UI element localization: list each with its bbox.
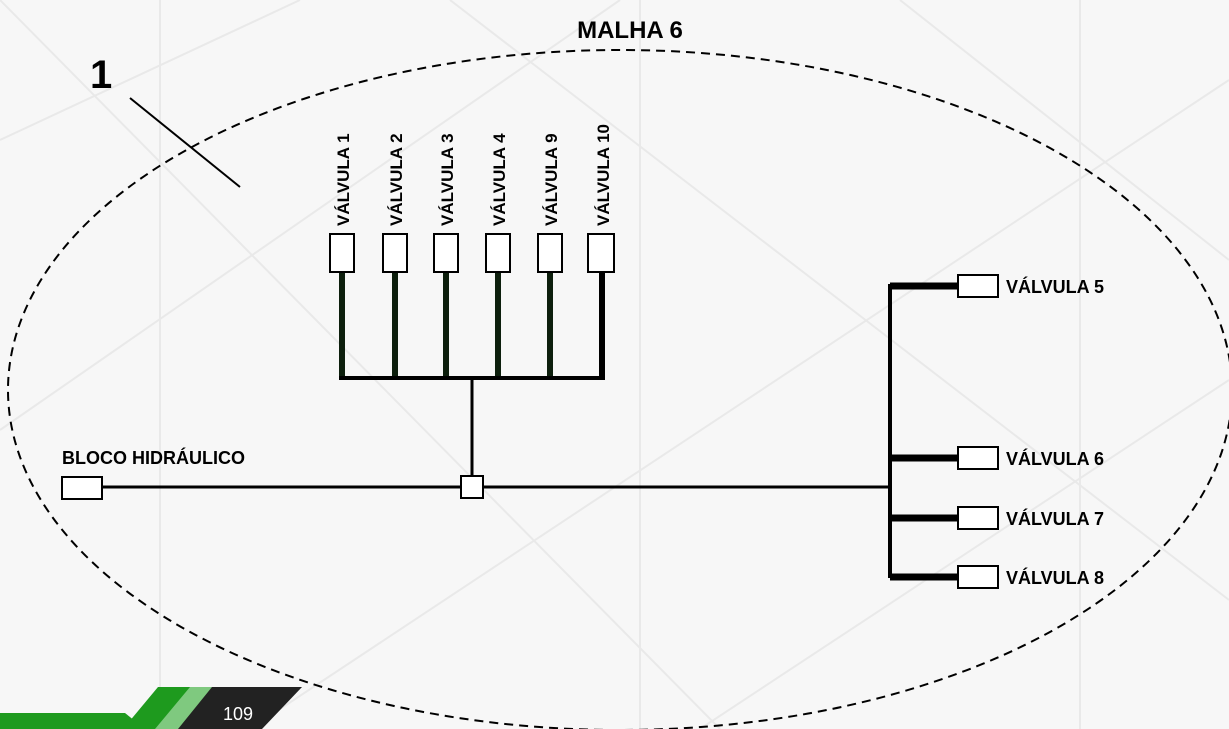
callout-leader xyxy=(129,97,241,188)
valve-label-1: VÁLVULA 1 xyxy=(334,133,353,226)
valve-box-5 xyxy=(957,274,999,298)
junction-box xyxy=(460,475,484,499)
valve-label-2: VÁLVULA 2 xyxy=(387,133,406,226)
top-valve-group: VÁLVULA 1 VÁLVULA 2 VÁLVULA 3 VÁLVULA 4 … xyxy=(329,124,615,380)
valve-label-3: VÁLVULA 3 xyxy=(438,133,457,226)
valve-box-9 xyxy=(537,233,563,273)
valve-label-4: VÁLVULA 4 xyxy=(490,133,509,226)
valve-box-7 xyxy=(957,506,999,530)
footer-black-tab xyxy=(178,687,302,729)
valve-label-5: VÁLVULA 5 xyxy=(1006,276,1104,297)
valve-label-7: VÁLVULA 7 xyxy=(1006,508,1104,529)
valve-box-8 xyxy=(957,565,999,589)
footer-light-slant xyxy=(155,687,218,729)
valve-label-9: VÁLVULA 9 xyxy=(542,133,561,226)
page-footer: 109 xyxy=(0,687,302,729)
valve-label-10: VÁLVULA 10 xyxy=(594,124,613,226)
callout-number: 1 xyxy=(90,53,112,97)
valve-label-6: VÁLVULA 6 xyxy=(1006,448,1104,469)
footer-green-bar xyxy=(0,713,145,729)
page-number: 109 xyxy=(223,704,253,724)
valve-label-8: VÁLVULA 8 xyxy=(1006,567,1104,588)
valve-box-1 xyxy=(329,233,355,273)
mesh-boundary xyxy=(7,49,1229,729)
valve-box-4 xyxy=(485,233,511,273)
hydraulic-block-label: BLOCO HIDRÁULICO xyxy=(62,447,245,468)
valve-box-2 xyxy=(382,233,408,273)
valve-box-3 xyxy=(433,233,459,273)
right-valve-group: VÁLVULA 5 VÁLVULA 6 VÁLVULA 7 VÁLVULA 8 xyxy=(888,274,1104,589)
diagram-title: MALHA 6 xyxy=(577,17,683,44)
valve-box-6 xyxy=(957,446,999,470)
footer-green-slant xyxy=(123,687,200,729)
hydraulic-block xyxy=(61,476,103,500)
valve-box-10 xyxy=(587,233,615,273)
